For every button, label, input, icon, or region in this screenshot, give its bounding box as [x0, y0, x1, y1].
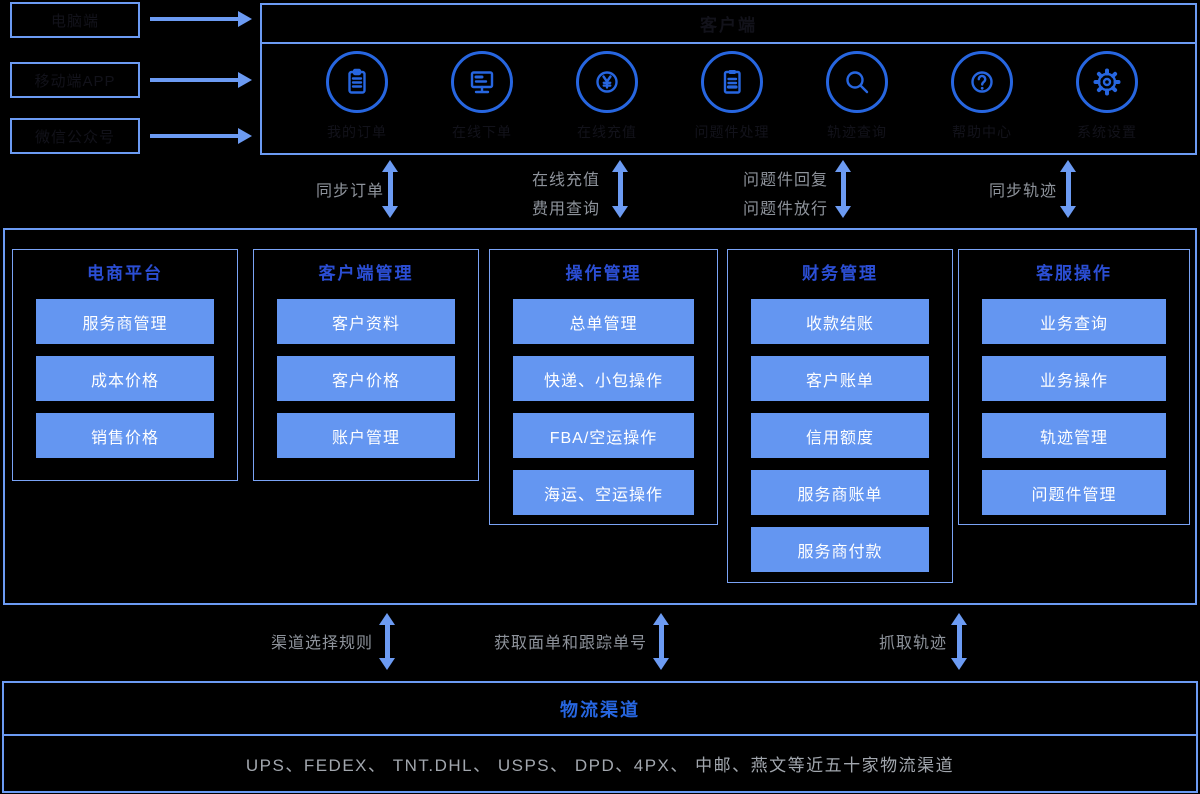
- double-arrow-icon: [1060, 160, 1076, 218]
- client-module-help[interactable]: 帮助中心: [922, 51, 1042, 142]
- column-ecommerce: 电商平台 服务商管理 成本价格 销售价格: [12, 249, 238, 481]
- monitor-icon: [451, 51, 513, 113]
- module-button[interactable]: 轨迹管理: [982, 413, 1166, 458]
- gear-icon: [1076, 51, 1138, 113]
- client-module-label: 在线充值: [577, 124, 637, 140]
- column-service: 客服操作 业务查询 业务操作 轨迹管理 问题件管理: [958, 249, 1190, 525]
- double-arrow-icon: [951, 613, 967, 670]
- client-module-problem[interactable]: 问题件处理: [672, 51, 792, 142]
- module-button[interactable]: 服务商付款: [751, 527, 929, 572]
- logistics-channel-panel: 物流渠道: [2, 681, 1198, 736]
- search-icon: [826, 51, 888, 113]
- sync-label-track: 同步轨迹: [988, 183, 1057, 200]
- sync-label-waybill: 获取面单和跟踪单号: [493, 635, 647, 652]
- module-button[interactable]: 服务商账单: [751, 470, 929, 515]
- double-arrow-icon: [612, 160, 628, 218]
- double-arrow-icon: [379, 613, 395, 670]
- client-module-label: 轨迹查询: [827, 124, 887, 140]
- module-button[interactable]: 业务操作: [982, 356, 1166, 401]
- column-finance: 财务管理 收款结账 客户账单 信用额度 服务商账单 服务商付款: [727, 249, 953, 583]
- client-module-settings[interactable]: 系统设置: [1047, 51, 1167, 142]
- system-panel: [3, 228, 1197, 605]
- sync-label-orders: 同步订单: [315, 183, 384, 200]
- module-button[interactable]: 销售价格: [36, 413, 214, 458]
- column-title: 财务管理: [802, 264, 878, 283]
- source-box-app: 移动端APP: [10, 62, 140, 98]
- module-button[interactable]: FBA/空运操作: [513, 413, 694, 458]
- source-box-label: 电脑端: [50, 12, 99, 30]
- client-panel-title: 客户端: [262, 5, 1195, 44]
- order-icon: [326, 51, 388, 113]
- module-button[interactable]: 账户管理: [277, 413, 455, 458]
- client-module-label: 在线下单: [452, 124, 512, 140]
- column-title: 电商平台: [87, 264, 163, 283]
- client-module-label: 系统设置: [1077, 124, 1137, 140]
- help-icon: [951, 51, 1013, 113]
- sync-label-problem: 问题件回复问题件放行: [742, 172, 828, 218]
- module-button[interactable]: 信用额度: [751, 413, 929, 458]
- source-box-label: 微信公众号: [34, 128, 115, 146]
- carrier-list-text: UPS、FEDEX、 TNT.DHL、 USPS、 DPD、4PX、 中邮、燕文…: [245, 756, 955, 775]
- carrier-list-panel: UPS、FEDEX、 TNT.DHL、 USPS、 DPD、4PX、 中邮、燕文…: [2, 734, 1198, 793]
- column-title: 操作管理: [565, 264, 642, 283]
- module-button[interactable]: 海运、空运操作: [513, 470, 694, 515]
- sync-label-channel-rules: 渠道选择规则: [270, 635, 373, 652]
- client-panel: 客户端 我的订单 在线下单: [260, 3, 1197, 155]
- column-title: 客服操作: [1036, 264, 1112, 283]
- double-arrow-icon: [835, 160, 851, 218]
- client-module-online-order[interactable]: 在线下单: [422, 51, 542, 142]
- sync-label-recharge: 在线充值费用查询: [531, 172, 600, 218]
- logistics-channel-title: 物流渠道: [560, 699, 640, 720]
- module-button[interactable]: 客户资料: [277, 299, 455, 344]
- client-module-label: 帮助中心: [952, 124, 1012, 140]
- client-module-recharge[interactable]: 在线充值: [547, 51, 667, 142]
- arrow-right-icon: [150, 128, 252, 144]
- module-button[interactable]: 问题件管理: [982, 470, 1166, 515]
- column-client-mgmt: 客户端管理 客户资料 客户价格 账户管理: [253, 249, 479, 481]
- double-arrow-icon: [653, 613, 669, 670]
- module-button[interactable]: 成本价格: [36, 356, 214, 401]
- source-box-pc: 电脑端: [10, 2, 140, 38]
- client-module-label: 我的订单: [327, 124, 387, 140]
- sync-label-fetch-track: 抓取轨迹: [878, 635, 947, 652]
- double-arrow-icon: [382, 160, 398, 218]
- clipboard-icon: [701, 51, 763, 113]
- module-button[interactable]: 客户价格: [277, 356, 455, 401]
- arrow-right-icon: [150, 72, 252, 88]
- client-module-tracking[interactable]: 轨迹查询: [797, 51, 917, 142]
- module-button[interactable]: 总单管理: [513, 299, 694, 344]
- column-operations: 操作管理 总单管理 快递、小包操作 FBA/空运操作 海运、空运操作: [489, 249, 718, 525]
- source-box-label: 移动端APP: [34, 72, 116, 90]
- client-module-label: 问题件处理: [694, 124, 770, 140]
- arrow-right-icon: [150, 11, 252, 27]
- source-box-wechat: 微信公众号: [10, 118, 140, 154]
- column-title: 客户端管理: [318, 264, 414, 283]
- module-button[interactable]: 快递、小包操作: [513, 356, 694, 401]
- module-button[interactable]: 客户账单: [751, 356, 929, 401]
- module-button[interactable]: 服务商管理: [36, 299, 214, 344]
- client-module-orders[interactable]: 我的订单: [297, 51, 417, 142]
- yen-icon: [576, 51, 638, 113]
- module-button[interactable]: 业务查询: [982, 299, 1166, 344]
- module-button[interactable]: 收款结账: [751, 299, 929, 344]
